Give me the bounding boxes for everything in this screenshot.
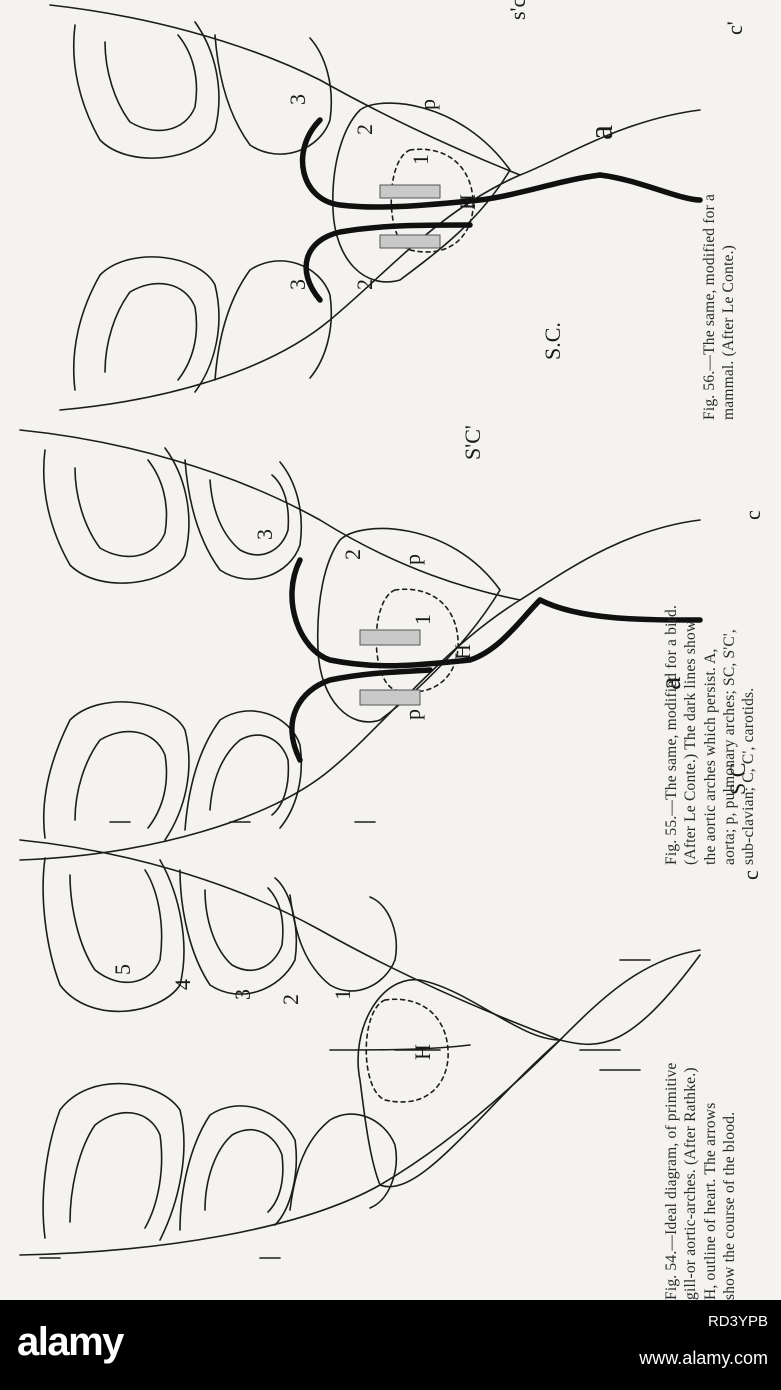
fig56-caption-line-1: Fig. 56.—The same, modified for a [701, 193, 718, 420]
alamy-logo[interactable]: alamy [17, 1320, 124, 1364]
fig55-pulmonary-hatching [359, 629, 421, 706]
fig54-caption-line-2: gill-or aortic-arches. (After Rathke.) [682, 1067, 700, 1300]
fig56-diagram [49, 4, 701, 411]
fig56-label-carotid-right: c' [722, 21, 747, 35]
fig54-caption-line-3: H, outline of heart. The arrows [701, 1102, 719, 1300]
fig56-label-arch1: 1 [408, 154, 433, 165]
fig55-caption-line-5: sub-clavian; C, C', carotids. [740, 687, 758, 865]
site-url[interactable]: www.alamy.com [639, 1348, 768, 1368]
fig55-label-pulmonary-right: p [400, 554, 425, 565]
fig55-label-aorta: a [654, 677, 687, 690]
fig55-caption-line-4: aorta; p, pulmonary arches; SC, S'C', [720, 629, 738, 865]
fig55-label-arch3: 3 [252, 529, 277, 540]
fig55-diagram [19, 429, 701, 861]
fig56-label-aorta: a [583, 125, 620, 140]
fig54-label-arch1: 1 [330, 989, 355, 1000]
scanned-page: 1 2 3 4 5 H c c S C S'C' a 1 2 3 p p H c… [19, 0, 765, 1301]
fig56-label-subclavian-right: s'c' [505, 0, 530, 20]
fig56-persistent-arches [299, 117, 703, 303]
fig54-label-arch2: 2 [278, 994, 303, 1005]
fig55-caption-line-3: the aortic arches which persist. A, [701, 648, 719, 865]
fig54-label-arch3: 3 [230, 989, 255, 1000]
fig54-label-arch4: 4 [170, 979, 195, 990]
fig55-label-heart: H [450, 644, 475, 660]
fig55-label-arch1: 1 [410, 614, 435, 625]
fig56-label-arch3-right: 3 [285, 94, 310, 105]
watermark-footer: alamy RD3YPB www.alamy.com [0, 1300, 781, 1390]
fig54-label-arch5: 5 [110, 964, 135, 975]
fig56-label-pulmonary: p [415, 99, 440, 110]
fig56-caption-line-2: mammal. (After Le Conte.) [720, 244, 738, 420]
stock-id: RD3YPB [707, 1313, 768, 1330]
fig55-caption-line-2: (After Le Conte.) The dark lines show [682, 620, 700, 865]
fig55-label-subclavian-right: S'C' [460, 425, 485, 460]
fig55-persistent-arches [289, 557, 703, 763]
fig55-label-pulmonary-left: p [400, 709, 425, 720]
fig56-label-subclavian-left: S.C. [540, 322, 565, 360]
fig55-label-subclavian-left: S C [725, 763, 750, 795]
fig56-pulmonary-hatching [379, 184, 441, 249]
fig54-diagram [19, 821, 701, 1259]
fig55-caption-line-1: Fig. 55.—The same, modified for a bird. [663, 604, 680, 865]
fig54-label-heart: H [410, 1044, 435, 1060]
fig56-label-heart: H [455, 194, 480, 210]
fig55-label-carotid-right: c [740, 510, 765, 520]
fig54-caption-line-4: show the course of the blood. [720, 1111, 738, 1300]
fig56-label-arch3-left: 3 [285, 279, 310, 290]
fig55-label-carotid-left: c [738, 870, 763, 880]
fig54-caption-line-1: Fig. 54.—Ideal diagram, of primitive [663, 1062, 680, 1301]
fig55-label-arch2: 2 [340, 549, 365, 560]
fig56-label-arch2-right: 2 [352, 124, 377, 135]
fig56-label-arch2-left: 2 [352, 279, 377, 290]
figures-canvas: 1 2 3 4 5 H c c S C S'C' a 1 2 3 p p H c… [19, 0, 765, 1259]
